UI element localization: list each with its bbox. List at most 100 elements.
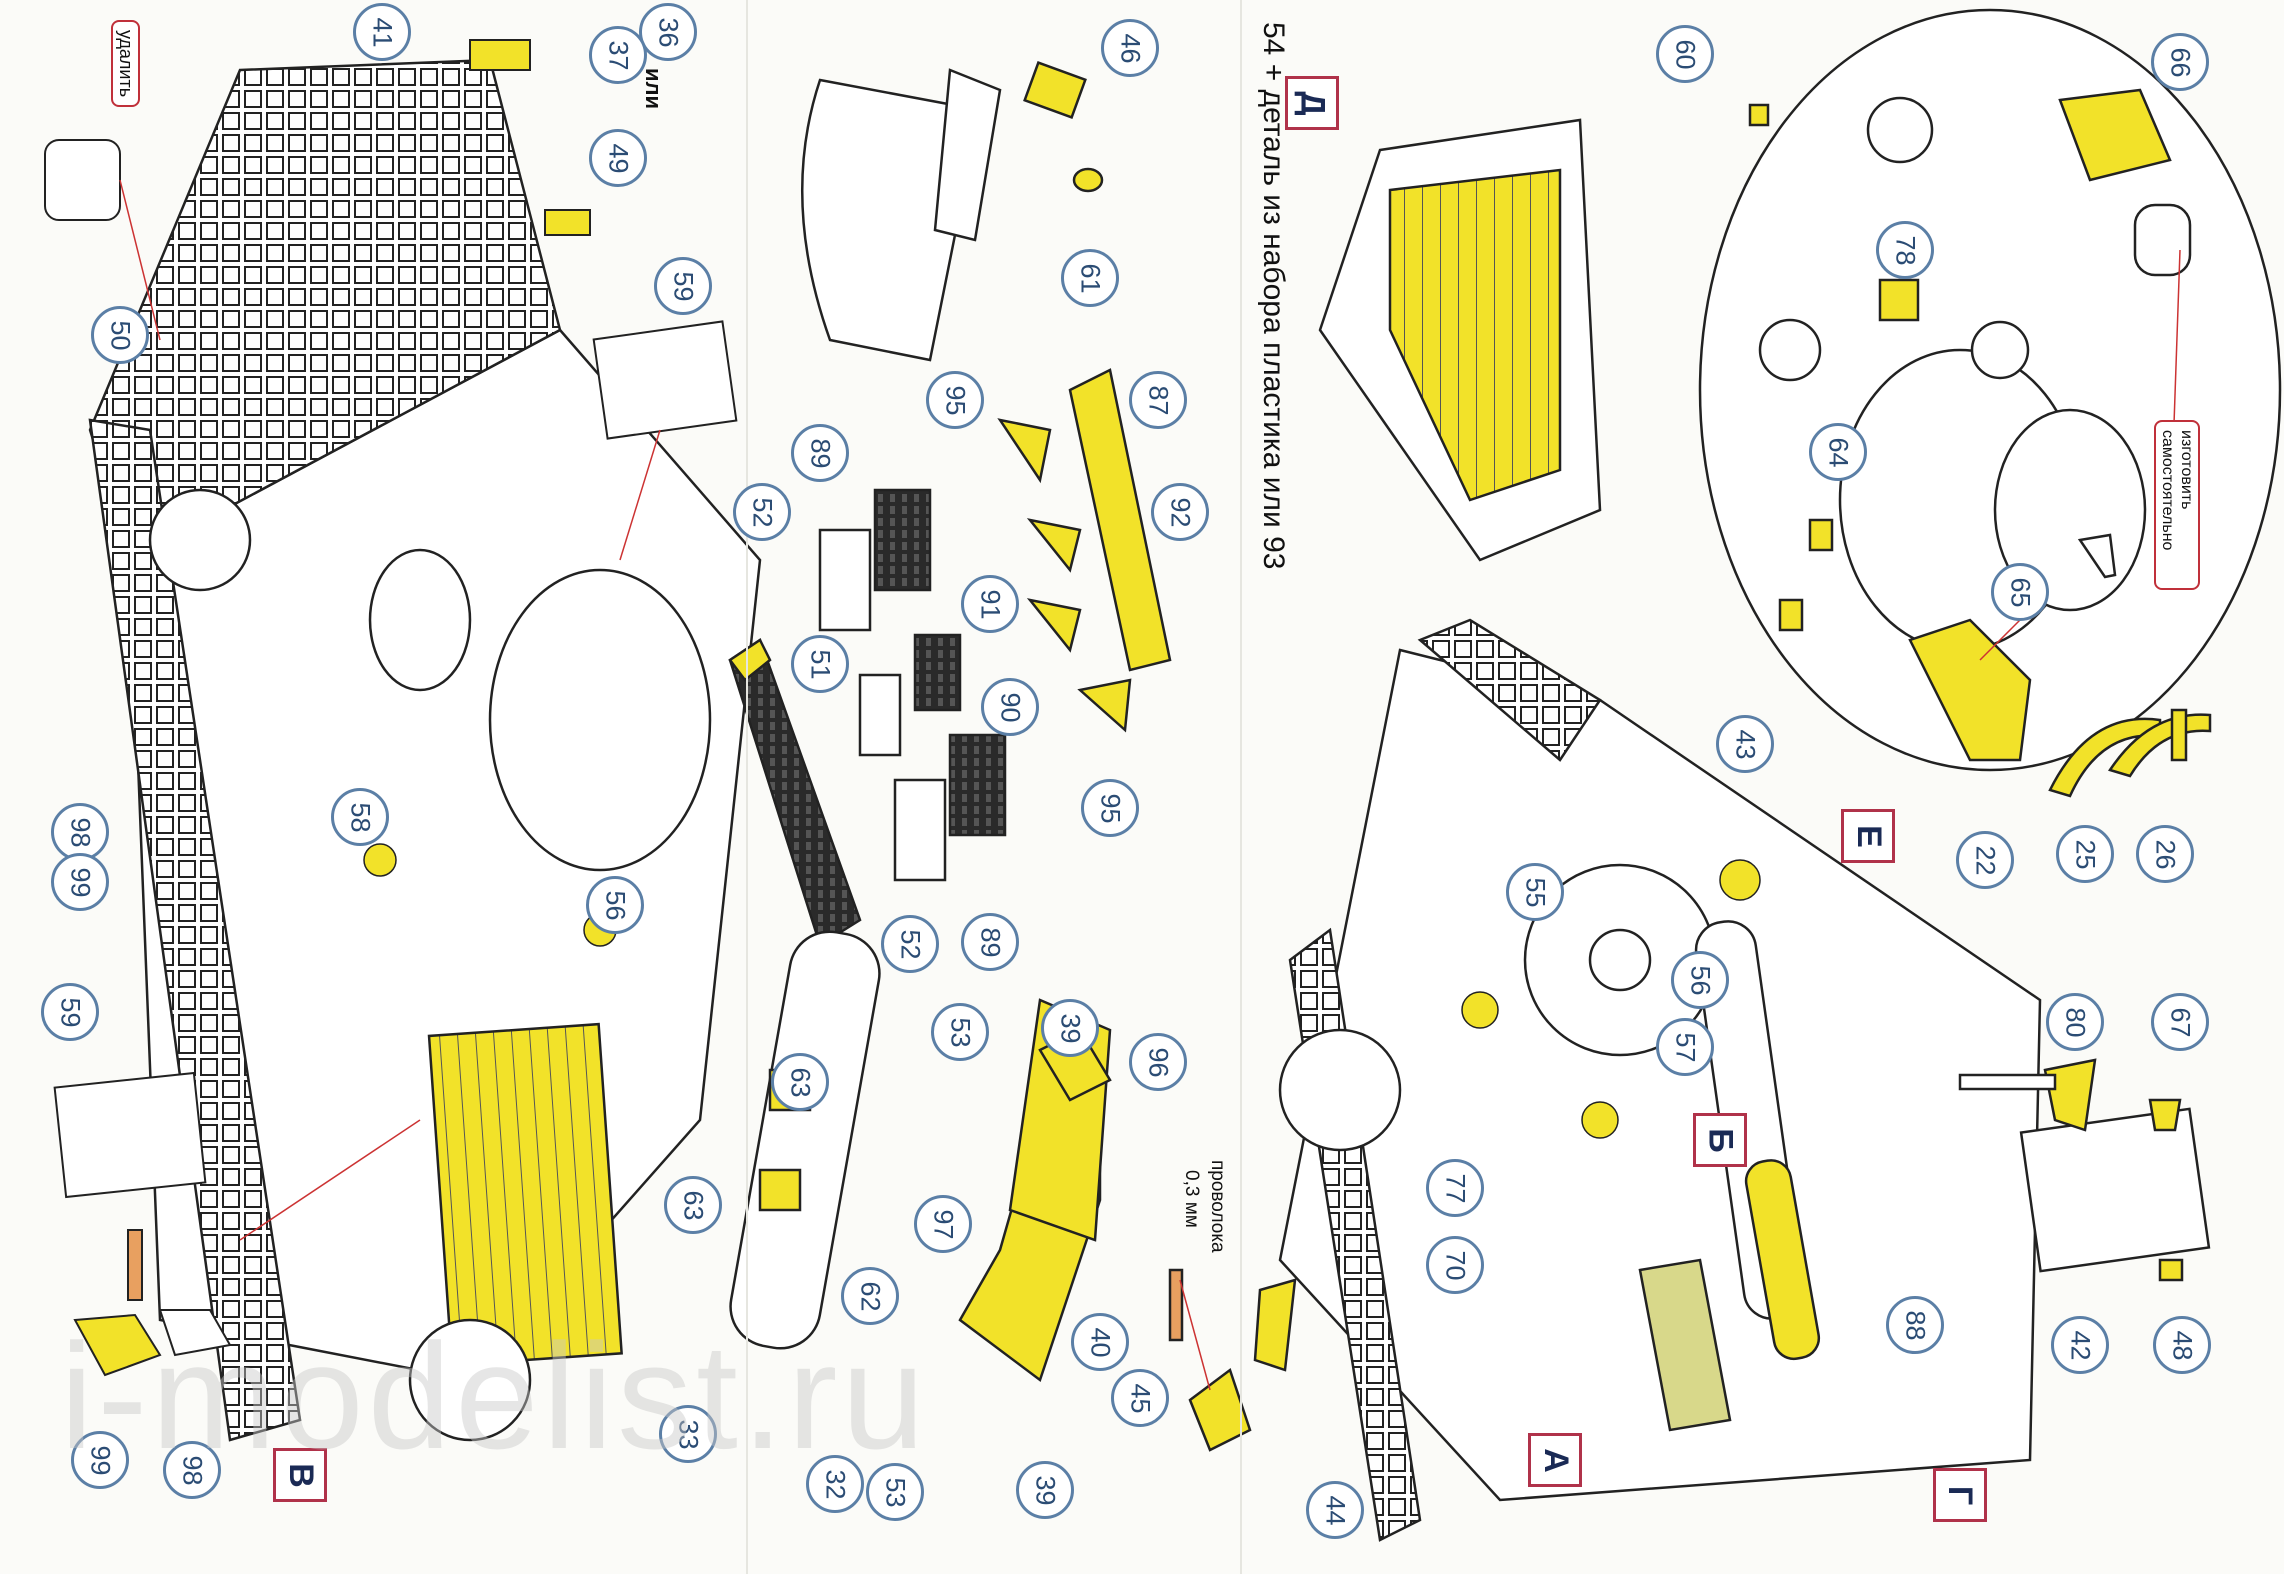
part-cylinder (2133, 203, 2192, 277)
right-upper-track (1417, 618, 1602, 762)
callout-89-upper: 89 (791, 424, 849, 482)
fold-line-1 (746, 0, 748, 1574)
part-90-grille (913, 633, 962, 712)
callout-89-lower: 89 (961, 913, 1019, 971)
callout-53-lower: 53 (866, 1463, 924, 1521)
part-e-gear-assembly (1908, 618, 2032, 762)
part-67-clip (2148, 1098, 2182, 1132)
part-44-bracket (1253, 1278, 1297, 1372)
callout-99-lower: 99 (71, 1431, 129, 1489)
callout-48: 48 (2153, 1316, 2211, 1374)
part-65-rod (2077, 533, 2117, 579)
disc-55 (1461, 991, 1499, 1029)
turret-cupola-b (1758, 318, 1822, 382)
hatch-inner (933, 68, 1002, 242)
note-wire: проволока (1207, 1160, 1228, 1253)
callout-37: 37 (589, 26, 647, 84)
left-round-hatch-small (368, 548, 472, 692)
callout-97: 97 (914, 1195, 972, 1253)
letter-frame-g: Г (1933, 1468, 1987, 1522)
watermark: i-modelist.ru (60, 1312, 929, 1480)
letter-frame-v: В (273, 1448, 327, 1502)
callout-46: 46 (1101, 19, 1159, 77)
fold-line-2 (1240, 0, 1242, 1574)
engine-deck-grille-yellow (1388, 168, 1562, 502)
part-42-plate (2019, 1107, 2211, 1273)
letter-frame-b: Б (1693, 1113, 1747, 1167)
callout-43: 43 (1716, 715, 1774, 773)
callout-99-upper: 99 (51, 853, 109, 911)
note-remove: удалить (111, 20, 140, 108)
callout-53-upper: 53 (931, 1003, 989, 1061)
callout-92: 92 (1151, 483, 1209, 541)
part-shovel-plate (1638, 1258, 1732, 1432)
part-43-clip (1778, 598, 1804, 632)
callout-51: 51 (791, 635, 849, 693)
disc-58 (363, 843, 397, 877)
callout-95-upper: 95 (926, 371, 984, 429)
callout-98-lower: 98 (163, 1441, 221, 1499)
hatch-outer (801, 78, 982, 362)
part-axe-handle (1958, 1073, 2057, 1091)
callout-65: 65 (1991, 563, 2049, 621)
turret-cupola-a (1866, 96, 1934, 164)
part-78-block (1878, 278, 1920, 322)
part-45-bracket (1188, 1367, 1252, 1452)
part-66-bracket (2058, 88, 2172, 182)
part-89-grille-b (948, 733, 1007, 837)
part-98-99-hinge (73, 1313, 162, 1377)
callout-60: 60 (1656, 25, 1714, 83)
note-make-yourself-line2: самостоятельно (2159, 430, 2176, 551)
callout-33: 33 (659, 1405, 717, 1463)
right-fan-hub (1588, 928, 1652, 992)
right-drive-wheel (1278, 1028, 1402, 1152)
letter-frame-d: Д (1285, 76, 1339, 130)
note-make-yourself-line1: изготовить (2178, 430, 2195, 510)
part-89-grille-a (873, 488, 932, 592)
part-26-rod (2170, 708, 2188, 762)
note-plastic-set: 54 + деталь из набора пластика или 93 (1257, 22, 1290, 570)
part-88-plate (1744, 1159, 1821, 1361)
callout-67: 67 (2151, 993, 2209, 1051)
part-61-washer (1072, 167, 1104, 193)
callout-36: 36 (639, 3, 697, 61)
left-small-parts (44, 39, 738, 1377)
callout-91: 91 (961, 575, 1019, 633)
callout-42: 42 (2051, 1316, 2109, 1374)
part-60-clip (1748, 103, 1770, 127)
callout-87: 87 (1129, 371, 1187, 429)
callout-22: 22 (1956, 831, 2014, 889)
part-80-axe-head (2043, 1058, 2097, 1132)
left-idler-wheel (148, 488, 252, 592)
callout-95-lower: 95 (1081, 779, 1139, 837)
part-48-clip (2158, 1258, 2184, 1282)
callout-32: 32 (806, 1455, 864, 1513)
callout-57: 57 (1656, 1018, 1714, 1076)
part-plate-59-upper (592, 320, 738, 440)
part-98-hinge (158, 1309, 232, 1357)
part-92-gusset-a (1026, 518, 1082, 573)
wire-03mm (1168, 1268, 1184, 1342)
callout-64: 64 (1809, 423, 1867, 481)
callout-88: 88 (1886, 1296, 1944, 1354)
part-49-bracket (544, 209, 591, 236)
middle-parts (728, 61, 1297, 1452)
radiator-grille-assembly (728, 638, 862, 947)
callout-63-lower: 63 (664, 1176, 722, 1234)
callout-41: 41 (353, 3, 411, 61)
callout-52-lower: 52 (881, 915, 939, 973)
disc-56 (1719, 859, 1761, 901)
callout-49: 49 (589, 129, 647, 187)
part-64-clip (1808, 518, 1834, 552)
callout-58: 58 (331, 788, 389, 846)
part-plate-59-lower (53, 1071, 207, 1199)
part-46-plate (1023, 61, 1087, 119)
callout-66: 66 (2151, 33, 2209, 91)
callout-61: 61 (1061, 249, 1119, 307)
part-51-frame (858, 673, 902, 757)
callout-39-upper: 39 (1041, 999, 1099, 1057)
callout-59-upper: 59 (654, 257, 712, 315)
left-upper-track (88, 58, 562, 562)
callout-96: 96 (1129, 1033, 1187, 1091)
part-41-37-bracket (469, 39, 531, 71)
